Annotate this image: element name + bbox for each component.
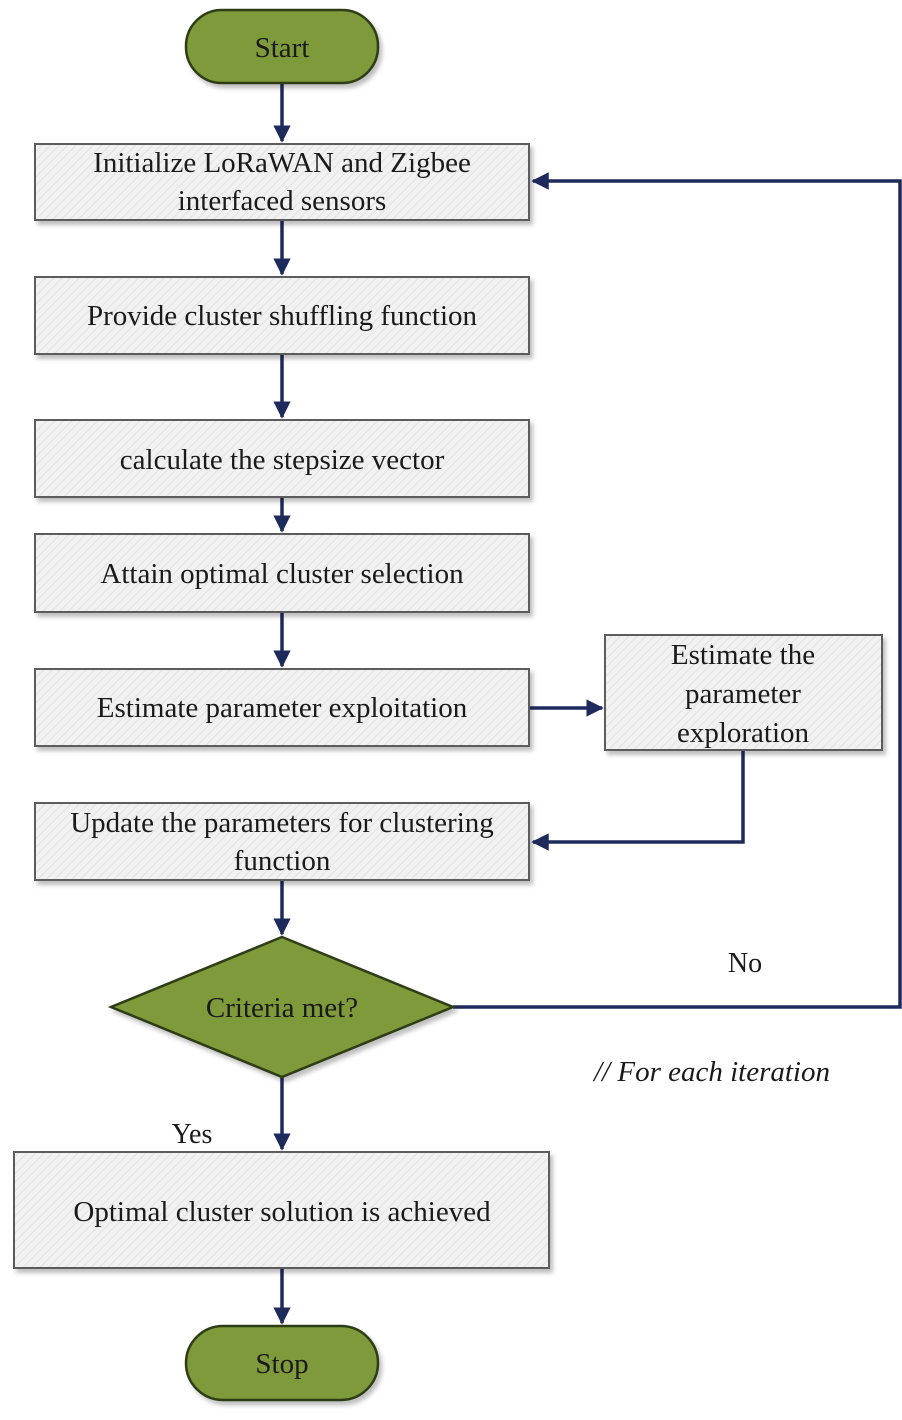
init-label-line1: Initialize LoRaWAN and Zigbee [93,147,471,179]
shuffle-node: Provide cluster shuffling function [34,276,530,355]
explore-label-line2: parameter [685,678,801,710]
update-box [34,802,530,881]
update-label-line1: Update the parameters for clustering [70,807,494,839]
stop-node: Stop [184,1324,380,1402]
criteria-label: Criteria met? [206,992,358,1024]
explore-box [604,634,883,751]
explore-label-line1: Estimate the [671,639,815,671]
no-branch-label: No [728,948,762,979]
solution-label: Optimal cluster solution is achieved [73,1196,491,1228]
shuffle-box [34,276,530,355]
optimal-select-node: Attain optimal cluster selection [34,533,530,613]
solution-node: Optimal cluster solution is achieved [13,1151,550,1269]
init-box [34,143,530,221]
stop-terminal-shape [184,1324,380,1402]
stop-label: Stop [255,1348,308,1380]
stepsize-box [34,419,530,498]
stepsize-label: calculate the stepsize vector [120,444,445,476]
exploit-label: Estimate parameter exploitation [97,692,468,724]
edge-explore-update [531,750,745,851]
explore-node: Estimate the parameter exploration [604,634,883,751]
exploit-node: Estimate parameter exploitation [34,668,530,747]
stepsize-node: calculate the stepsize vector [34,419,530,498]
connectors [273,83,902,1325]
optimal-select-box [34,533,530,613]
criteria-node: Criteria met? [107,935,457,1079]
criteria-diamond [107,935,457,1079]
init-label-line2: interfaced sensors [178,185,387,217]
shuffle-label: Provide cluster shuffling function [87,300,478,332]
solution-box [13,1151,550,1269]
start-terminal-shape [184,8,380,85]
yes-branch-label: Yes [172,1119,213,1150]
update-node: Update the parameters for clustering fun… [34,802,530,881]
update-label-line2: function [234,845,331,877]
exploit-box [34,668,530,747]
explore-label-line3: exploration [677,717,810,749]
optimal-select-label: Attain optimal cluster selection [100,558,464,590]
start-label: Start [255,32,310,64]
iteration-note: // For each iteration [592,1056,830,1088]
edge-criteria-no-loop [453,172,902,1009]
init-node: Initialize LoRaWAN and Zigbee interfaced… [34,143,530,221]
start-node: Start [184,8,380,85]
